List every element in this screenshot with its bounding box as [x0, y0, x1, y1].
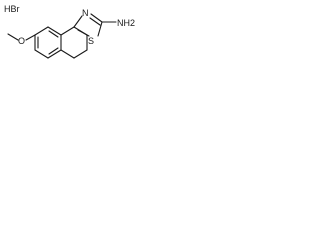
thiazole-bond-nc: [90, 13, 103, 23]
thiazole-double-cc: [77, 29, 90, 37]
thiazole-bond-cn: [73, 15, 83, 28]
ring-a-bond-2: [47, 26, 62, 36]
salt-label: HBr: [4, 4, 20, 14]
oxygen-label: O: [18, 36, 25, 46]
methyl-bond: [7, 33, 19, 41]
thiazole-double-nc: [89, 17, 101, 26]
thiazole-nitrogen-label: N: [82, 8, 89, 18]
thiazole-bond-cs: [97, 21, 103, 37]
methoxy-bond: [25, 34, 36, 41]
ring-a-double-2: [48, 47, 59, 55]
amine-label: NH2: [117, 18, 135, 28]
ring-b-bond-4: [73, 49, 88, 59]
ring-b-bond-5: [60, 49, 75, 59]
ring-a-double-1: [48, 30, 59, 38]
sulfur-label: S: [88, 36, 94, 46]
ring-b-bond-1: [60, 26, 75, 36]
ring-a-bond-4: [47, 49, 62, 59]
chemical-structure-diagram: HBr O N S NH2: [4, 4, 135, 59]
ring-a-bond-1: [34, 26, 49, 36]
ring-a-bond-5: [34, 49, 49, 59]
